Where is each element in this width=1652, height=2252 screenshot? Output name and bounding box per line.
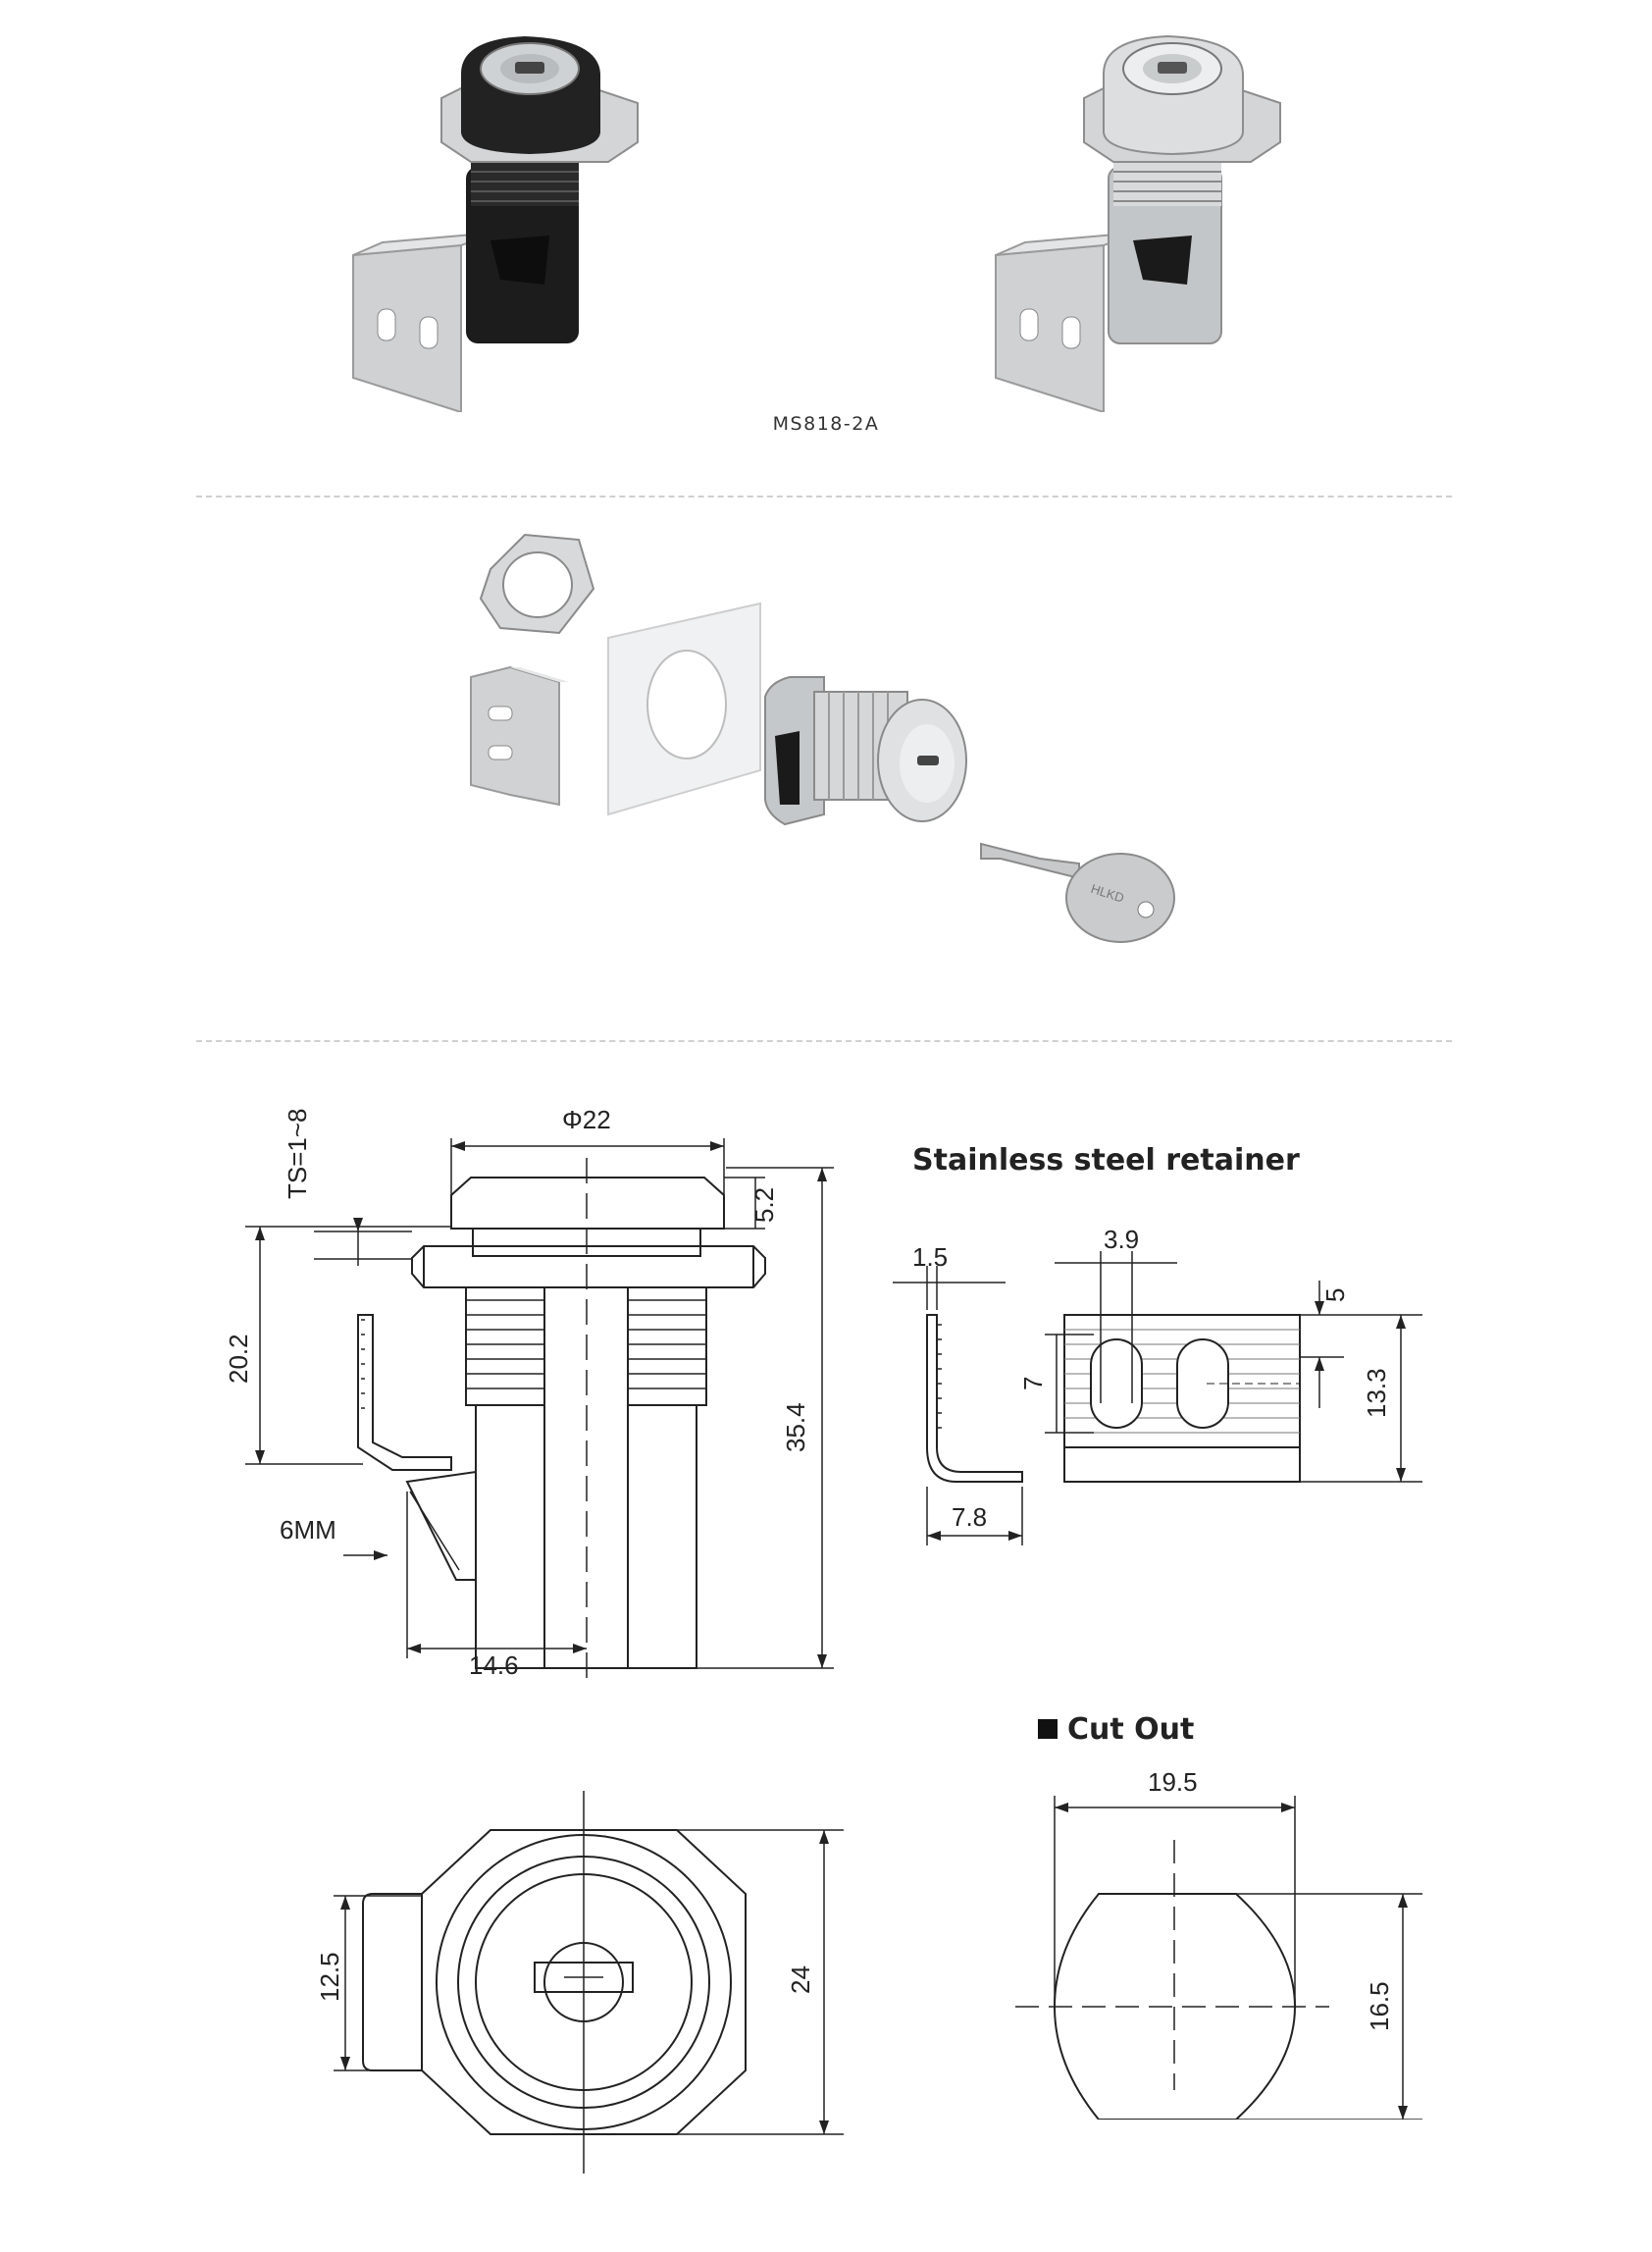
- retainer: [470, 665, 569, 807]
- cutout-drawing: 19.5 16.5: [1015, 1767, 1422, 2120]
- dim-cam-label: 6MM: [280, 1515, 336, 1545]
- dim-cutout-width: 19.5: [1148, 1767, 1198, 1797]
- dim-slot-height: 7: [1018, 1377, 1048, 1390]
- dim-slot-width: 3.9: [1104, 1225, 1139, 1254]
- dim-ts: TS=1~8: [283, 1108, 312, 1199]
- dim-total-height: 35.4: [781, 1402, 810, 1452]
- hex-nut: [479, 533, 595, 635]
- dim-thickness: 1.5: [912, 1242, 948, 1272]
- dim-diameter: Φ22: [562, 1105, 611, 1134]
- section-divider: [196, 496, 1452, 498]
- key: HLKD: [980, 842, 1175, 943]
- dim-height: 13.3: [1362, 1368, 1391, 1418]
- retainer-bracket: [352, 232, 496, 412]
- dim-width: 7.8: [952, 1502, 987, 1532]
- panel: [607, 602, 761, 816]
- product-photo-black: [352, 36, 639, 412]
- product-photo-chrome: [995, 34, 1281, 412]
- lock-body: [764, 676, 967, 826]
- cutout-title: Cut Out: [1067, 1712, 1195, 1747]
- thread-right: [627, 1286, 707, 1406]
- dim-top-offset: 5: [1320, 1288, 1350, 1302]
- thread-left: [465, 1286, 545, 1406]
- section-divider: [196, 1040, 1452, 1042]
- dim-cutout-height: 16.5: [1365, 1981, 1394, 2031]
- cutout-square-icon: [1038, 1719, 1058, 1739]
- dim-thread-height: 20.2: [224, 1334, 253, 1384]
- exploded-view: HLKD: [470, 533, 1175, 943]
- retainer-bracket: [995, 232, 1139, 412]
- retainer-title: Stainless steel retainer: [912, 1143, 1300, 1178]
- side-drawing: Φ22 TS=1~8 5.2 35.4 20.2 6MM 14.6: [224, 1105, 834, 1688]
- model-label: MS818-2A: [772, 413, 880, 435]
- retainer-drawing: 1.5 3.9 5 7 13.3 7.8: [893, 1225, 1422, 1545]
- dim-cam-offset: 14.6: [469, 1650, 519, 1680]
- dim-across-flats: 24: [786, 1965, 815, 1994]
- front-drawing: 12.5 24: [315, 1791, 844, 2173]
- dim-head-height: 5.2: [749, 1187, 779, 1223]
- dim-cam-width: 12.5: [315, 1952, 344, 2002]
